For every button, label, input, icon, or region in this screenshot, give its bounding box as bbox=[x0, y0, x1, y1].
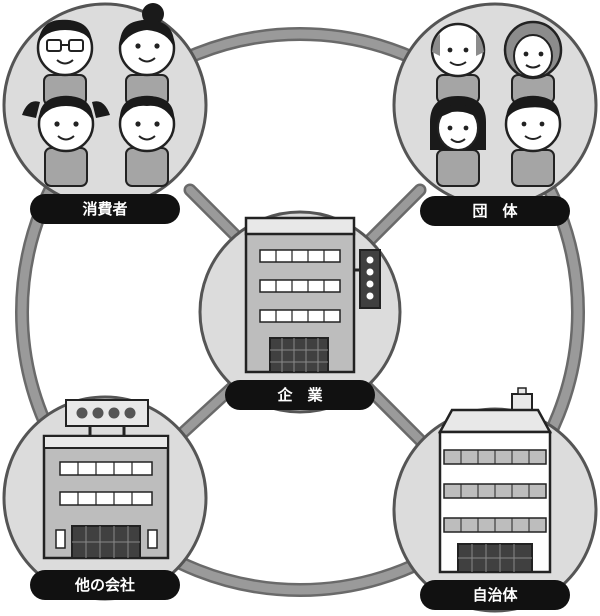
company-building-icon bbox=[42, 399, 170, 560]
woman-icon bbox=[430, 96, 486, 187]
node-company: 企 業 bbox=[198, 210, 402, 414]
boy-icon bbox=[118, 95, 176, 187]
girl-with-pigtails-icon bbox=[22, 95, 110, 187]
label-consumers: 消費者 bbox=[82, 200, 127, 218]
office-building-icon bbox=[244, 216, 381, 374]
node-groups: 団 体 bbox=[392, 2, 598, 226]
man-icon bbox=[504, 95, 562, 187]
label-consumers-bg bbox=[30, 194, 180, 224]
elderly-man-icon bbox=[430, 22, 486, 104]
node-local-government: 自治体 bbox=[392, 387, 598, 613]
man-with-glasses-icon bbox=[36, 19, 94, 106]
node-consumers: 消費者 bbox=[2, 2, 208, 224]
label-other-companies-bg bbox=[30, 570, 180, 600]
outer-ring-inner bbox=[17, 29, 583, 595]
node-groups-circle bbox=[392, 2, 598, 208]
label-company-bg bbox=[225, 380, 375, 410]
label-groups-bg bbox=[420, 196, 570, 226]
label-local-government: 自治体 bbox=[472, 586, 518, 604]
node-other-companies: 他の会社 bbox=[2, 395, 208, 601]
label-groups: 団 体 bbox=[472, 202, 518, 220]
label-other-companies: 他の会社 bbox=[74, 576, 135, 594]
elderly-woman-icon bbox=[503, 20, 563, 104]
city-hall-building-icon bbox=[437, 387, 553, 574]
label-company: 企 業 bbox=[276, 386, 323, 404]
label-local-government-bg bbox=[420, 580, 570, 610]
